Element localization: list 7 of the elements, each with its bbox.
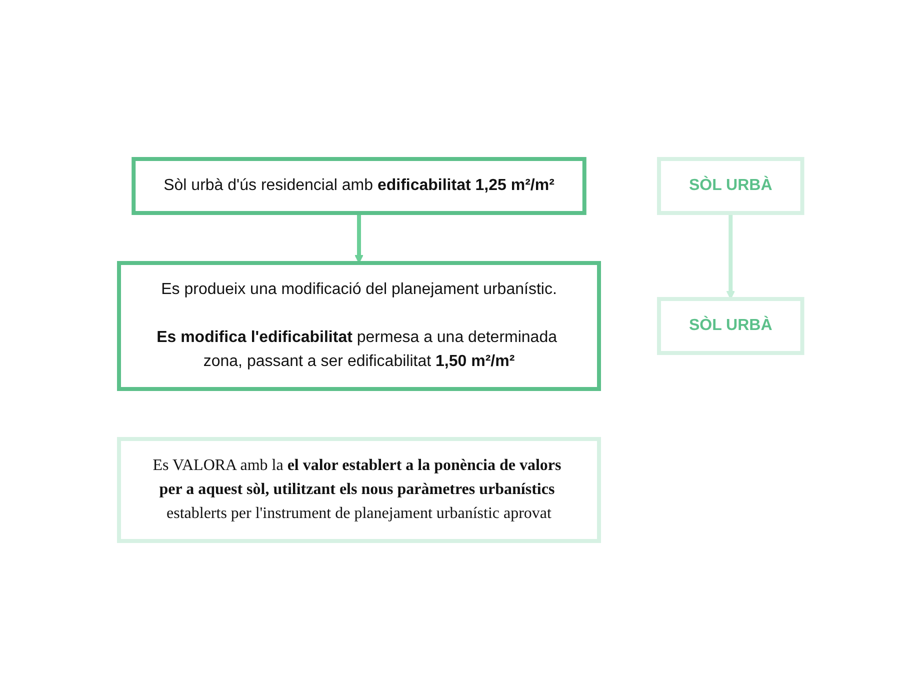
node-box: SÒL URBÀ <box>657 157 805 215</box>
node-box: Es produeix una modificació del planejament urbanístic. Es modifica l'edificabilitat permesa a una determinada zona, passant a ser edificabilitat 1,50 m²/m² <box>117 261 602 391</box>
node-box: Es VALORA amb la el valor establert a la ponència de valors per a aquest sòl, utilitzant els nous paràmetres urbanístics establerts per l'instrument de planejament urbanístic aprovat <box>117 437 602 543</box>
node-box: SÒL URBÀ <box>657 297 805 355</box>
arrow <box>354 213 364 264</box>
arrow <box>726 213 736 300</box>
node-box: Sòl urbà d'ús residencial amb edificabilitat 1,25 m²/m² <box>132 157 587 215</box>
